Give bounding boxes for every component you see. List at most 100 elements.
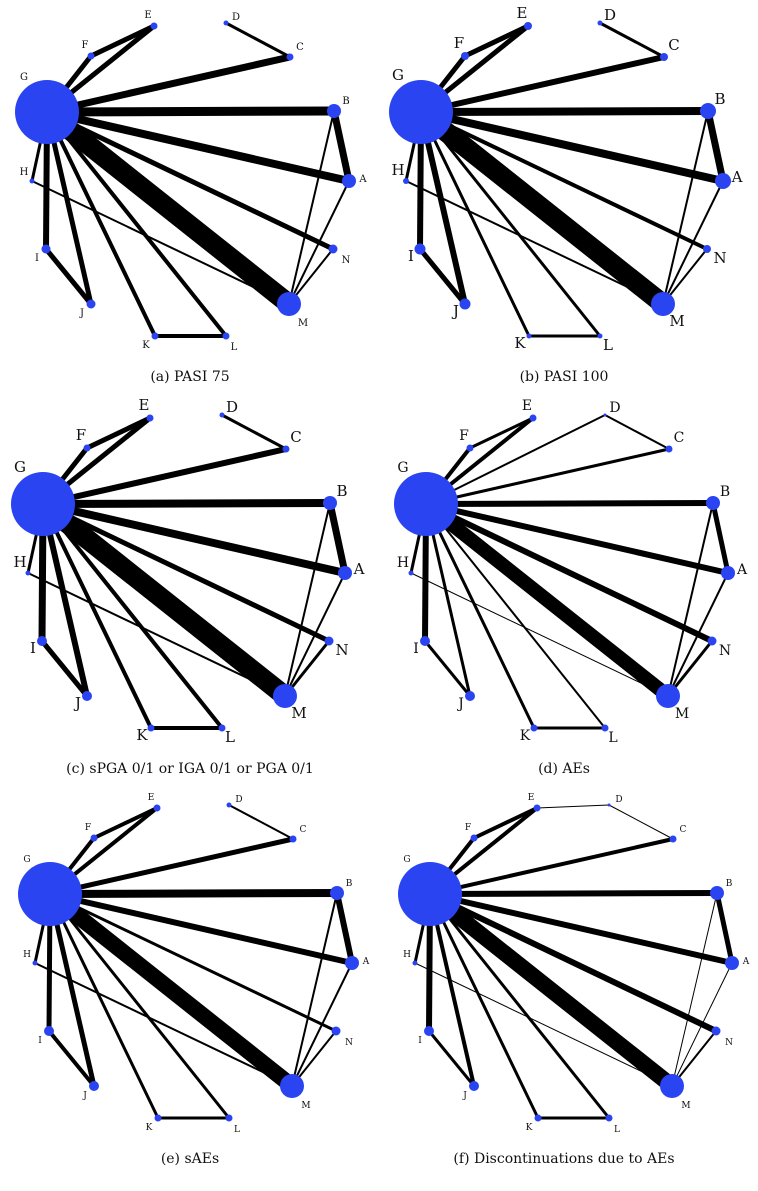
node-J (89, 1081, 99, 1091)
node-label-M: M (301, 1101, 310, 1111)
node-B (323, 496, 337, 510)
node-F (466, 444, 474, 452)
node-label-B: B (720, 484, 730, 500)
edge-G-L (428, 893, 611, 1119)
node-label-A: A (736, 562, 748, 578)
node-label-N: N (713, 249, 726, 267)
node-label-D: D (226, 398, 238, 416)
node-label-M: M (675, 706, 689, 722)
node-L (225, 1114, 233, 1122)
node-D (603, 413, 607, 417)
node-H (412, 960, 418, 966)
edge-G-B (429, 890, 718, 897)
node-label-M: M (298, 318, 308, 329)
edge-B-M (291, 892, 338, 1087)
node-D (607, 803, 611, 807)
edge-E-D (536, 804, 610, 809)
node-C (286, 53, 294, 61)
edge-I-J (418, 247, 467, 306)
edge-G-L (425, 503, 606, 729)
edge-B-M (667, 502, 714, 697)
node-label-J: J (451, 302, 459, 320)
edge-G-A (49, 891, 353, 966)
node-C (660, 53, 668, 61)
node-M (656, 684, 680, 708)
node-label-E: E (144, 10, 151, 21)
node-label-F: F (85, 823, 91, 833)
edge-F-E (473, 806, 538, 840)
node-I (44, 1026, 54, 1036)
edge-G-M (425, 887, 677, 1093)
node-label-G: G (20, 72, 28, 83)
node-A (338, 566, 352, 580)
edge-G-J (47, 893, 97, 1087)
edge-I-J (40, 639, 89, 698)
edge-G-N (45, 109, 335, 252)
node-label-C: C (296, 42, 304, 53)
node-J (82, 691, 92, 701)
panel-caption-3: (c) sPGA 0/1 or IGA 0/1 or PGA 0/1 (66, 761, 314, 777)
node-label-K: K (142, 340, 150, 351)
node-N (703, 245, 711, 253)
node-H (32, 960, 38, 966)
node-F (87, 52, 95, 60)
node-label-G: G (23, 855, 30, 865)
node-B (700, 103, 716, 119)
node-I (424, 1026, 434, 1036)
node-label-I: I (418, 1036, 422, 1046)
node-label-K: K (136, 726, 148, 744)
node-label-D: D (609, 400, 620, 416)
node-label-G: G (403, 855, 410, 865)
node-E (524, 22, 532, 30)
edge-G-B (42, 499, 331, 508)
node-label-L: L (225, 728, 235, 746)
edge-B-A (330, 110, 353, 182)
edge-G-L (419, 111, 602, 337)
edge-G-K (45, 111, 157, 337)
node-label-C: C (290, 428, 301, 446)
panel-caption-1: (a) PASI 75 (150, 369, 229, 385)
node-B (330, 886, 344, 900)
edge-G-K (419, 111, 531, 337)
node-label-G: G (14, 458, 26, 476)
panel-caption-6: (f) Discontinuations due to AEs (453, 1151, 674, 1167)
edge-D-C (221, 413, 287, 451)
node-label-A: A (362, 957, 370, 967)
node-C (289, 835, 297, 843)
node-G (398, 862, 462, 926)
edge-B-A (334, 892, 355, 964)
node-H (29, 178, 35, 184)
node-K (530, 724, 538, 732)
node-N (328, 244, 338, 254)
edge-G-N (424, 501, 714, 644)
node-label-J: J (82, 1091, 87, 1101)
edge-H-M (414, 962, 673, 1087)
node-label-E: E (139, 396, 150, 414)
edge-D-C (599, 21, 665, 59)
node-L (605, 1114, 613, 1122)
node-label-E: E (148, 793, 155, 803)
edge-A-M (671, 962, 733, 1087)
node-label-B: B (342, 96, 349, 107)
edge-G-C (425, 447, 670, 506)
edge-G-C (420, 54, 665, 115)
edge-G-C (42, 446, 287, 507)
edge-G-J (40, 503, 90, 697)
node-label-I: I (38, 1036, 42, 1046)
node-label-H: H (391, 161, 404, 179)
node-label-M: M (681, 1101, 690, 1111)
node-label-F: F (82, 40, 89, 51)
node-L (222, 332, 230, 340)
edge-G-J (428, 893, 476, 1087)
node-label-A: A (358, 174, 367, 185)
node-label-H: H (403, 950, 411, 960)
edge-F-E (85, 415, 152, 451)
node-label-H: H (23, 950, 31, 960)
panel-caption-2: (b) PASI 100 (520, 369, 609, 385)
node-label-A: A (353, 560, 365, 578)
node-G (18, 862, 82, 926)
edge-G-A (425, 501, 729, 576)
node-I (414, 243, 426, 255)
edge-B-A (714, 892, 735, 964)
